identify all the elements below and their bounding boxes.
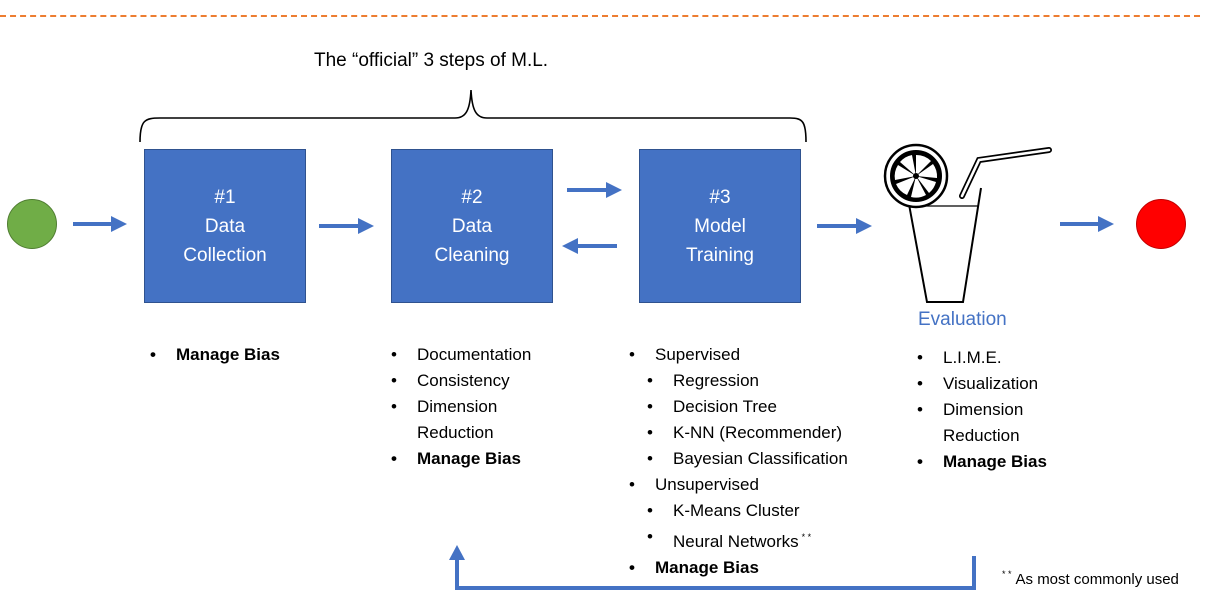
- step-number: #1: [214, 186, 236, 208]
- list-item: Documentation: [388, 342, 531, 368]
- list-item: Manage Bias: [914, 449, 1047, 475]
- step-label-line1: Model: [694, 215, 746, 237]
- list-item: L.I.M.E.: [914, 345, 1047, 371]
- list-item: Dimension: [914, 397, 1047, 423]
- list-item: Manage Bias: [388, 446, 531, 472]
- step-data-cleaning: #2 Data Cleaning: [391, 149, 553, 303]
- evaluation-notes-list: L.I.M.E. Visualization Dimension Reducti…: [914, 345, 1047, 475]
- list-item: Dimension: [388, 394, 531, 420]
- steps-brace: [139, 89, 807, 143]
- list-subitem: Regression: [626, 368, 848, 394]
- dashed-divider: [0, 15, 1200, 17]
- cleaning-notes-list: Documentation Consistency Dimension Redu…: [388, 342, 531, 472]
- training-notes-list: Supervised Regression Decision Tree K-NN…: [626, 342, 848, 581]
- list-subitem: K-NN (Recommender): [626, 420, 848, 446]
- list-item: Supervised: [626, 342, 848, 368]
- end-node: [1136, 199, 1186, 249]
- step-label-line1: Data: [204, 215, 246, 237]
- step-number: #3: [709, 186, 731, 208]
- step-label-line1: Data: [451, 215, 493, 237]
- list-item: Consistency: [388, 368, 531, 394]
- list-item-continuation: Reduction: [943, 426, 1020, 445]
- evaluation-label: Evaluation: [918, 309, 1007, 330]
- step-label-line2: Training: [686, 244, 754, 266]
- footnote-marker: * *: [1002, 569, 1012, 579]
- footnote-marker: * *: [801, 532, 812, 542]
- list-subitem: Bayesian Classification: [626, 446, 848, 472]
- step-label-line2: Collection: [183, 244, 267, 266]
- step-data-collection: #1 Data Collection: [144, 149, 306, 303]
- list-subitem-neural: Neural Networks* *: [626, 524, 848, 555]
- list-subitem-text: Neural Networks: [673, 532, 799, 551]
- list-subitem: K-Means Cluster: [626, 498, 848, 524]
- footnote: * *As most commonly used: [1002, 569, 1179, 588]
- step-model-training: #3 Model Training: [639, 149, 801, 303]
- feedback-loop-arrow: [455, 556, 976, 590]
- list-item: Manage Bias: [147, 342, 280, 368]
- list-subitem: Decision Tree: [626, 394, 848, 420]
- start-node: [7, 199, 57, 249]
- list-item: Visualization: [914, 371, 1047, 397]
- footnote-text: As most commonly used: [1015, 571, 1179, 588]
- collection-notes-list: Manage Bias: [147, 342, 280, 368]
- list-item: Unsupervised: [626, 472, 848, 498]
- step-number: #2: [461, 186, 483, 208]
- diagram-title: The “official” 3 steps of M.L.: [314, 50, 549, 71]
- list-item: Manage Bias: [626, 555, 848, 581]
- step-label-line2: Cleaning: [434, 244, 510, 266]
- lemonade-glass-icon: [883, 143, 1052, 303]
- list-item-continuation: Reduction: [417, 423, 494, 442]
